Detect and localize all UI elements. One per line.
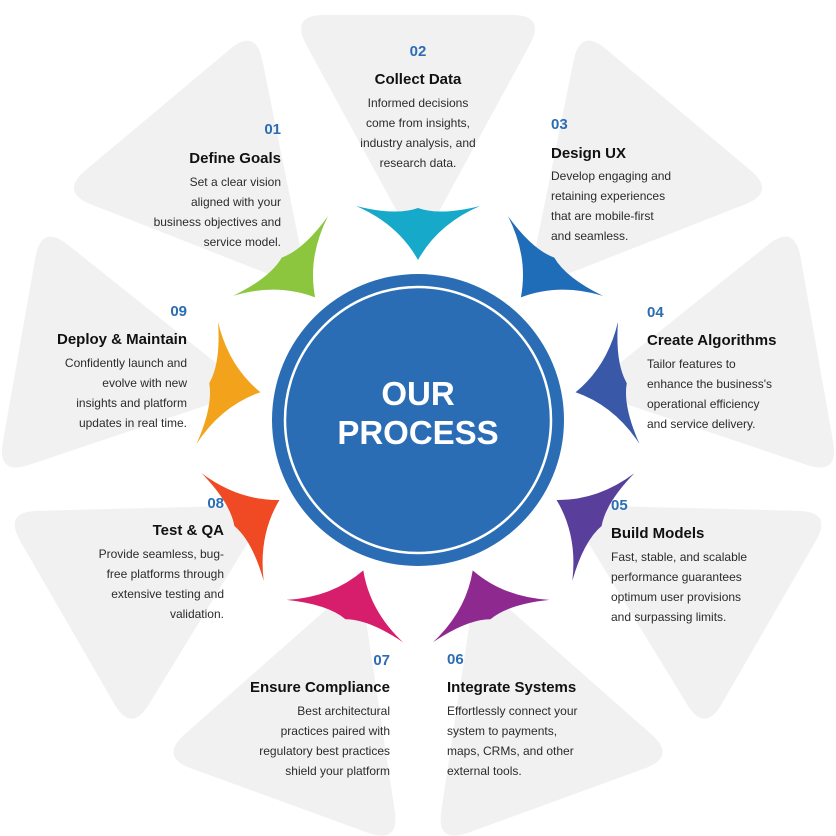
step-description-line: extensive testing and: [111, 587, 224, 601]
step-description-line: validation.: [170, 607, 224, 621]
step-description-line: and seamless.: [551, 229, 628, 243]
step-number: 07: [373, 652, 390, 669]
center-inner-ring: [283, 285, 553, 555]
step-description-line: practices paired with: [281, 724, 390, 738]
step-chevron-07: [286, 570, 404, 643]
step-number: 06: [447, 651, 464, 668]
step-title: Test & QA: [153, 522, 225, 539]
step-number: 03: [551, 116, 568, 133]
step-description-line: Fast, stable, and scalable: [611, 550, 747, 564]
step-title: Design UX: [551, 145, 626, 162]
step-description-line: and surpassing limits.: [611, 610, 726, 624]
step-description-line: that are mobile-first: [551, 209, 654, 223]
step-tile-08: [14, 505, 260, 719]
step-description-line: come from insights,: [366, 116, 470, 130]
step-chevron-08: [201, 473, 280, 581]
step-description-line: external tools.: [447, 764, 522, 778]
step-number: 02: [410, 43, 427, 60]
step-description-line: business objectives and: [154, 215, 281, 229]
step-number: 09: [170, 303, 187, 320]
center-circle: [272, 274, 564, 566]
step-tile-05: [576, 505, 822, 719]
step-description-line: Confidently launch and: [65, 356, 187, 370]
step-number: 05: [611, 497, 628, 514]
step-chevron-02: [356, 206, 480, 260]
step-title: Ensure Compliance: [250, 679, 390, 696]
step-chevron-06: [432, 570, 550, 643]
step-chevron-05: [556, 473, 635, 581]
step-description-line: and service delivery.: [647, 417, 756, 431]
step-tile-02: [301, 15, 535, 236]
step-description-line: retaining experiences: [551, 189, 665, 203]
step-description-line: Develop engaging and: [551, 169, 671, 183]
step-title: Define Goals: [189, 150, 281, 167]
step-chevron-04: [575, 321, 640, 444]
step-description-line: maps, CRMs, and other: [447, 744, 574, 758]
step-title: Build Models: [611, 525, 704, 542]
step-number: 08: [207, 495, 224, 512]
step-tile-04: [600, 236, 835, 468]
step-tile-01: [74, 40, 304, 281]
step-chevron-03: [508, 216, 604, 298]
step-description-line: Informed decisions: [368, 96, 469, 110]
step-description-line: Best architectural: [297, 704, 390, 718]
chevrons-layer: [196, 206, 640, 643]
step-description-line: system to payments,: [447, 724, 557, 738]
step-tile-09: [1, 236, 236, 468]
step-description-line: industry analysis, and: [360, 136, 475, 150]
step-description-line: regulatory best practices: [259, 744, 390, 758]
step-number: 04: [647, 304, 664, 321]
center-title-line-1: OUR: [381, 375, 455, 412]
step-description-line: shield your platform: [285, 764, 390, 778]
step-tile-07: [173, 593, 396, 836]
step-title: Create Algorithms: [647, 332, 776, 349]
step-title: Deploy & Maintain: [57, 331, 187, 348]
step-title: Collect Data: [375, 71, 462, 88]
center-hub: OUR PROCESS: [272, 274, 564, 566]
step-chevron-01: [232, 216, 328, 298]
step-description-line: optimum user provisions: [611, 590, 741, 604]
step-title: Integrate Systems: [447, 679, 576, 696]
step-description-line: service model.: [204, 235, 281, 249]
step-chevron-09: [196, 321, 261, 444]
step-number: 01: [264, 121, 281, 138]
tiles-layer: [1, 15, 835, 836]
step-tile-06: [440, 593, 663, 836]
step-description-line: Provide seamless, bug-: [99, 547, 224, 561]
step-description-line: Effortlessly connect your: [447, 704, 578, 718]
step-description-line: research data.: [380, 156, 457, 170]
step-description-line: Set a clear vision: [190, 175, 281, 189]
step-description-line: operational efficiency: [647, 397, 760, 411]
center-title-line-2: PROCESS: [337, 414, 498, 451]
step-description-line: enhance the business's: [647, 377, 772, 391]
step-description-line: free platforms through: [107, 567, 224, 581]
step-description-line: Tailor features to: [647, 357, 736, 371]
step-description-line: insights and platform: [76, 396, 187, 410]
step-description-line: updates in real time.: [79, 416, 187, 430]
step-description-line: performance guarantees: [611, 570, 742, 584]
step-tile-03: [532, 40, 762, 281]
step-description-line: evolve with new: [102, 376, 187, 390]
step-description-line: aligned with your: [191, 195, 281, 209]
